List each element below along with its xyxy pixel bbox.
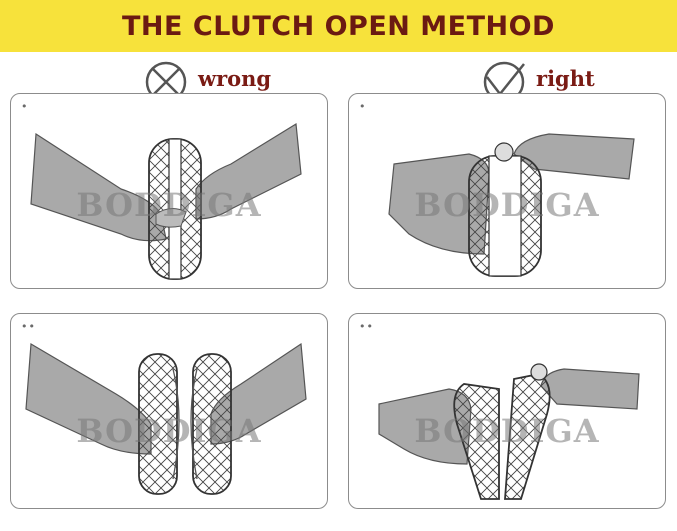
illustration-right-step-2 bbox=[378, 363, 640, 500]
step-dots: • bbox=[359, 100, 367, 113]
right-label: right bbox=[536, 65, 595, 91]
page-title: THE CLUTCH OPEN METHOD bbox=[122, 10, 555, 42]
watermark: BODDIGA bbox=[76, 412, 262, 450]
panel-right-step-2: •• BODDIGA bbox=[348, 313, 666, 509]
step-dots: •• bbox=[359, 320, 374, 333]
title-banner: THE CLUTCH OPEN METHOD bbox=[0, 0, 677, 52]
step-dots: •• bbox=[21, 320, 36, 333]
panel-right-step-1: • BODDIGA bbox=[348, 93, 666, 289]
illustration-right-step-1 bbox=[388, 133, 635, 277]
illustration-wrong-step-1 bbox=[30, 122, 302, 280]
right-indicator: right bbox=[476, 61, 595, 103]
watermark: BODDIGA bbox=[414, 186, 600, 224]
step-dots: • bbox=[21, 100, 29, 113]
wrong-label: wrong bbox=[198, 65, 272, 91]
watermark: BODDIGA bbox=[414, 412, 600, 450]
watermark: BODDIGA bbox=[76, 186, 262, 224]
panel-wrong-step-1: • BODDIGA bbox=[10, 93, 328, 289]
illustration-wrong-step-2 bbox=[25, 342, 307, 495]
panel-wrong-step-2: •• BODDIGA bbox=[10, 313, 328, 509]
